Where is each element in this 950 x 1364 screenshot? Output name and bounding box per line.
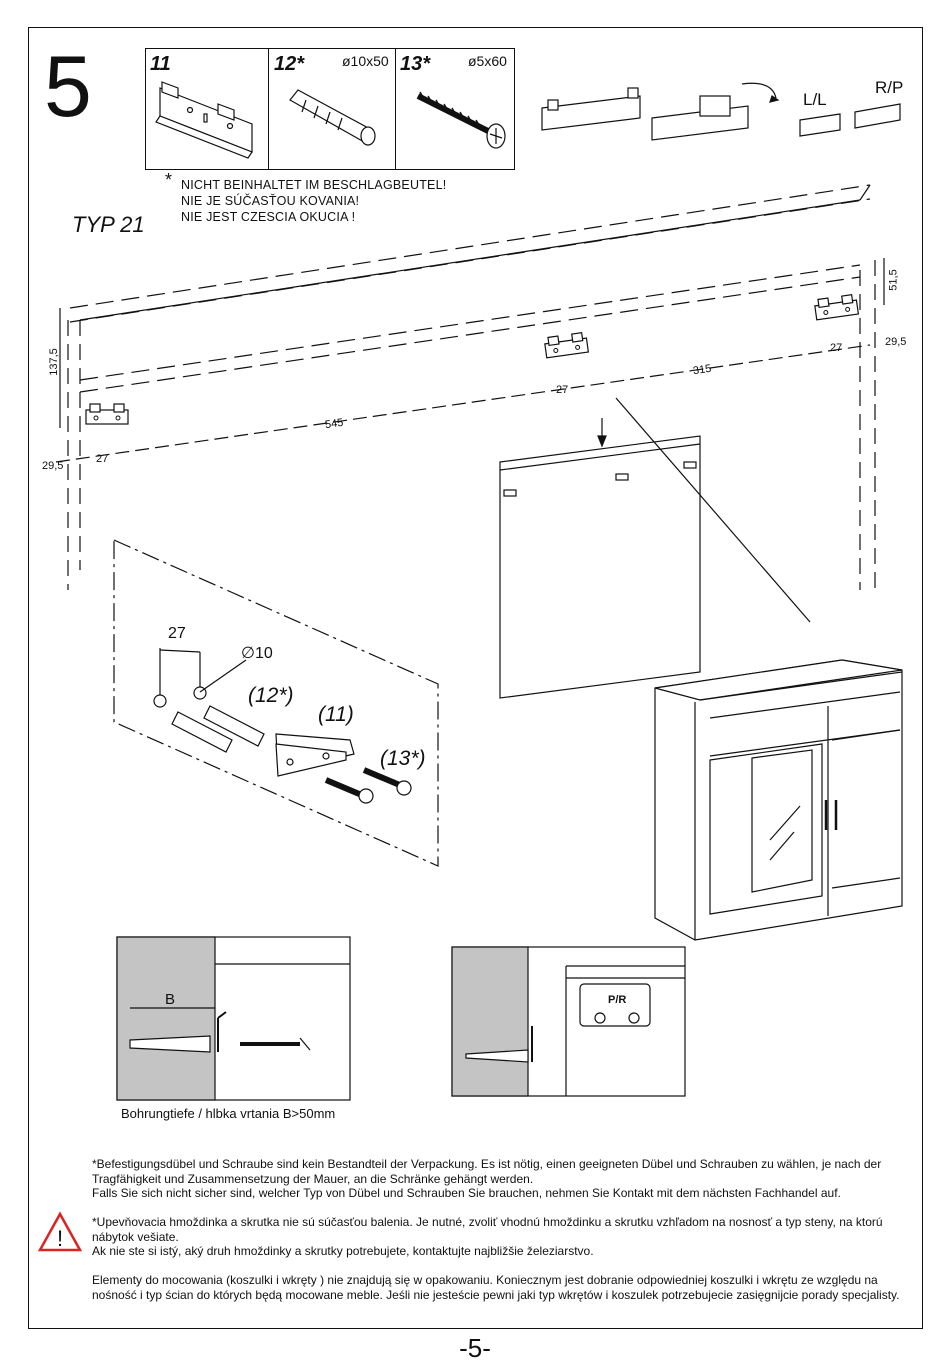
dim-51-5: 51,5 xyxy=(887,269,900,291)
dim-27-left: 27 xyxy=(96,453,109,465)
cabinet-drawing xyxy=(654,659,903,941)
part-dim-12: ø10x50 xyxy=(342,53,389,69)
type-label: TYP 21 xyxy=(72,212,145,237)
svg-text:!: ! xyxy=(57,1226,63,1251)
step-number: 5 xyxy=(44,39,92,135)
depth-label: B xyxy=(165,991,176,1008)
dim-545: 545 xyxy=(324,416,345,432)
callout-12: (12*) xyxy=(248,684,294,707)
part-12-dowel-drawing xyxy=(289,89,376,146)
wall-mount-detail xyxy=(451,946,686,1097)
warning-pl-1: Elementy do mocowania (koszulki i wkręty… xyxy=(92,1273,900,1302)
wall-bracket-right xyxy=(813,293,859,321)
callout-11: (11) xyxy=(318,703,354,726)
warning-sk-1: *Upevňovacia hmoždinka a skrutka nie sú … xyxy=(92,1215,883,1244)
wall-outline xyxy=(55,184,885,590)
warning-de-2: Falls Sie sich nicht sicher sind, welche… xyxy=(92,1186,841,1200)
detail-drawing xyxy=(113,539,439,867)
label-right-bracket: R/P xyxy=(875,78,904,97)
warning-de-1: *Befestigungsdübel und Schraube sind kei… xyxy=(92,1157,882,1186)
dim-27-right: 27 xyxy=(830,342,843,354)
drilling-depth-caption: Bohrungtiefe / hlbka vrtania B>50mm xyxy=(121,1106,336,1121)
part-cell-12 xyxy=(269,49,396,169)
page-number: -5- xyxy=(459,1333,491,1363)
part-dim-13: ø5x60 xyxy=(468,53,507,69)
cabinet-back-panel xyxy=(499,397,811,699)
warning-triangle-icon: ! xyxy=(37,1211,83,1252)
part-11-bracket-drawing xyxy=(155,81,253,159)
dim-29-5-right: 29,5 xyxy=(885,336,907,348)
part-cell-11 xyxy=(146,49,269,169)
page-frame xyxy=(28,27,923,1329)
dim-137-5: 137,5 xyxy=(47,348,60,376)
detail-spacing: 27 xyxy=(168,625,186,642)
callout-13: (13*) xyxy=(380,747,426,770)
part-id-13: 13* xyxy=(400,53,431,75)
warning-sk-2: Ak nie ste si istý, aký druh hmoždinky a… xyxy=(92,1244,594,1258)
part-id-11: 11 xyxy=(150,53,171,75)
note-line-sk: NIE JE SÚČASŤOU KOVANIA! xyxy=(181,194,360,208)
wall-section-detail xyxy=(116,936,351,1101)
wall-bracket-left xyxy=(85,403,129,425)
bracket-sequence-drawing xyxy=(541,82,901,141)
dim-29-5-left: 29,5 xyxy=(42,460,64,472)
note-line-pl: NIE JEST CZESCIA OKUCIA ! xyxy=(181,210,356,224)
note-line-de: NICHT BEINHALTET IM BESCHLAGBEUTEL! xyxy=(181,178,447,192)
dim-27-mid: 27 xyxy=(556,384,569,396)
label-left-bracket: L/L xyxy=(803,90,827,109)
plate-label: P/R xyxy=(608,994,627,1006)
part-id-12: 12* xyxy=(274,53,305,75)
detail-diameter: ∅10 xyxy=(241,645,273,662)
note-star: * xyxy=(165,170,173,190)
part-13-screw-drawing xyxy=(416,91,506,149)
dim-315: 315 xyxy=(692,362,713,378)
wall-bracket-mid xyxy=(543,331,589,359)
parts-box: 11 12* ø10x50 13* ø5x60 xyxy=(145,48,515,170)
